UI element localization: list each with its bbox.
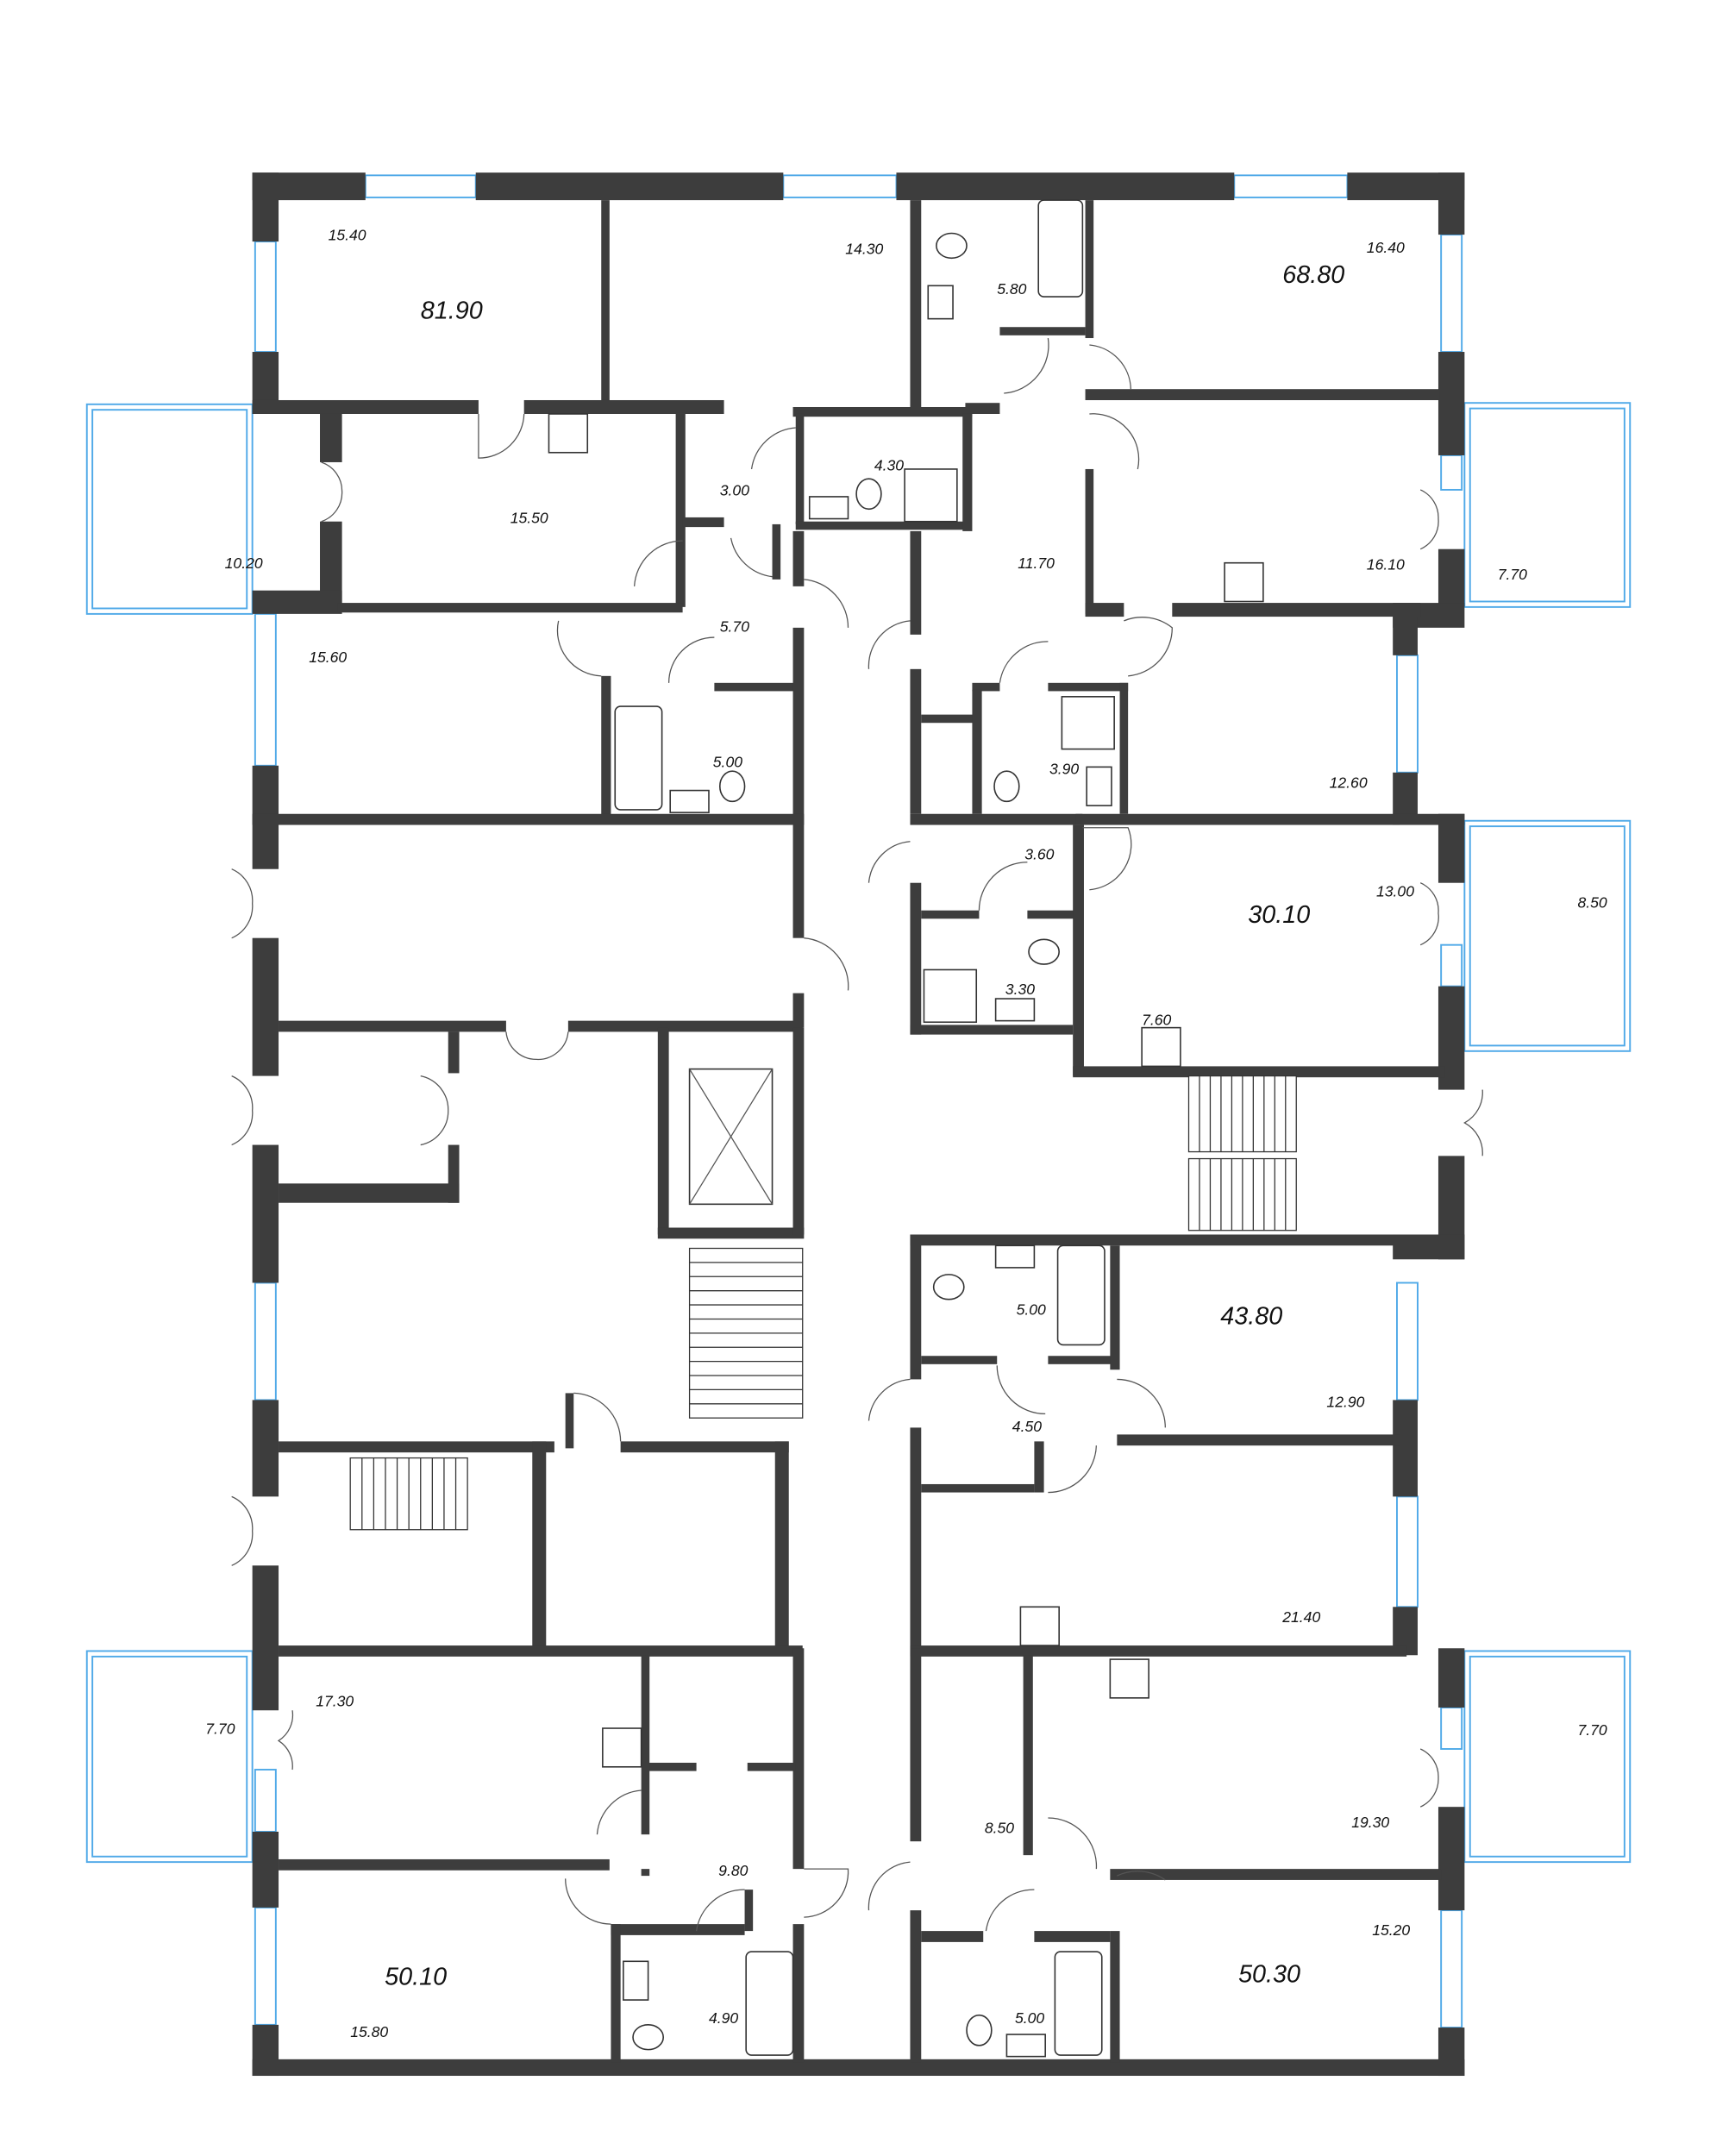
stove-icon xyxy=(1141,1026,1181,1068)
room-area: 17.30 xyxy=(316,1692,354,1709)
bathtub-icon xyxy=(1054,1951,1103,2056)
room-area: 13.00 xyxy=(1376,883,1414,900)
sink-icon xyxy=(994,1244,1036,1269)
apartment-total-area: 50.10 xyxy=(385,1963,447,1990)
stove-icon xyxy=(548,413,589,454)
room-area: 5.00 xyxy=(1015,2009,1044,2027)
toilet-icon xyxy=(718,770,746,803)
apartment-total-area: 30.10 xyxy=(1248,901,1310,929)
room-area: 3.90 xyxy=(1049,760,1079,777)
room-area: 15.60 xyxy=(309,649,347,666)
fixtures xyxy=(548,199,1264,2058)
apartment-total-area: 43.80 xyxy=(1220,1302,1282,1330)
room-area: 7.60 xyxy=(1142,1011,1171,1028)
room-area: 19.30 xyxy=(1351,1814,1389,1831)
toilet-icon xyxy=(632,2024,665,2051)
room-area: 15.40 xyxy=(329,226,366,243)
room-area: 3.60 xyxy=(1024,846,1054,863)
shower-icon xyxy=(923,968,978,1024)
windows xyxy=(254,174,1463,2029)
sink-icon xyxy=(994,998,1036,1022)
shower-icon xyxy=(904,468,958,523)
room-area: 4.90 xyxy=(709,2009,738,2027)
elevator xyxy=(688,1068,774,1206)
bathtub-icon xyxy=(1056,1244,1106,1346)
sink-icon xyxy=(669,789,710,813)
sink-icon xyxy=(1086,766,1112,806)
walls xyxy=(252,172,1465,2077)
sink-icon xyxy=(808,496,849,520)
toilet-icon xyxy=(993,770,1020,803)
bathtub-icon xyxy=(745,1951,794,2056)
stove-icon xyxy=(1224,561,1264,603)
stairs xyxy=(349,1075,1297,1531)
room-area: 21.40 xyxy=(1281,1608,1320,1626)
toilet-icon xyxy=(1028,938,1060,965)
shower-icon xyxy=(1061,696,1115,750)
apartment-total-area: 50.30 xyxy=(1238,1960,1300,1988)
room-area: 15.80 xyxy=(350,2023,388,2040)
room-area: 14.30 xyxy=(845,240,883,257)
sink-icon xyxy=(623,1960,649,2001)
bathtub-icon xyxy=(614,705,663,811)
apartment-total-area: 81.90 xyxy=(421,298,483,325)
room-area: 4.50 xyxy=(1012,1418,1042,1435)
stove-icon xyxy=(602,1727,642,1768)
room-area: 7.70 xyxy=(1498,566,1527,583)
balconies xyxy=(85,402,1632,1864)
room-area: 8.50 xyxy=(1577,893,1607,911)
room-area: 5.80 xyxy=(997,280,1026,298)
sink-icon xyxy=(1005,2034,1046,2058)
room-area: 12.60 xyxy=(1330,774,1368,791)
room-area: 10.20 xyxy=(225,555,263,572)
doors xyxy=(231,337,1483,1932)
toilet-icon xyxy=(932,1274,965,1300)
toilet-icon xyxy=(966,2014,993,2046)
toilet-icon xyxy=(855,478,882,511)
room-area: 3.00 xyxy=(720,481,749,498)
room-labels: 81.90 68.80 30.10 43.80 50.10 50.30 15.4… xyxy=(205,226,1607,2040)
room-area: 16.40 xyxy=(1367,239,1405,256)
toilet-icon xyxy=(936,232,968,260)
stove-icon xyxy=(1109,1658,1149,1699)
room-area: 11.70 xyxy=(1018,555,1055,572)
room-area: 5.00 xyxy=(1017,1300,1046,1318)
room-area: 5.00 xyxy=(713,753,742,770)
room-area: 3.30 xyxy=(1005,981,1035,998)
room-area: 7.70 xyxy=(1577,1721,1607,1739)
sink-icon xyxy=(927,285,954,320)
room-area: 15.20 xyxy=(1372,1921,1410,1939)
room-area: 5.70 xyxy=(720,618,749,636)
room-area: 16.10 xyxy=(1367,556,1405,573)
room-area: 15.50 xyxy=(510,509,548,526)
room-area: 9.80 xyxy=(718,1862,748,1879)
bathtub-icon xyxy=(1037,199,1084,298)
stove-icon xyxy=(1019,1606,1060,1646)
room-area: 7.70 xyxy=(205,1720,235,1737)
room-area: 12.90 xyxy=(1326,1393,1364,1410)
room-area: 8.50 xyxy=(985,1820,1014,1837)
room-area: 4.30 xyxy=(874,457,904,474)
apartment-total-area: 68.80 xyxy=(1282,261,1344,289)
